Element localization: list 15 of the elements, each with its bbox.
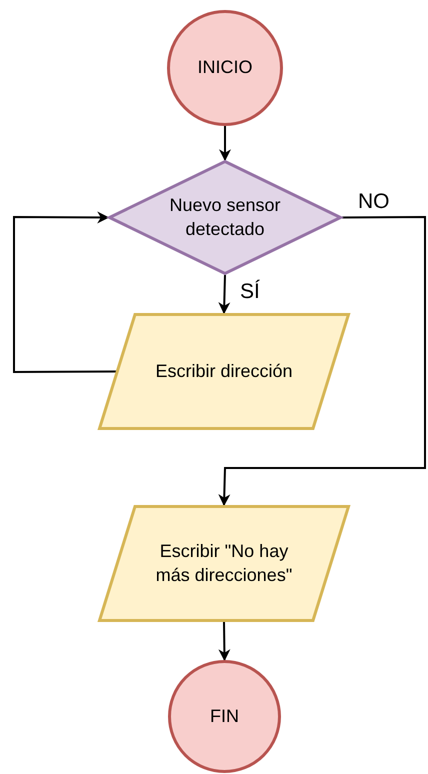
io-parallelogram [98,313,350,430]
arrow [219,126,231,162]
arrow [13,211,116,373]
io-parallelogram [98,505,350,622]
node-label: Escribir dirección [155,360,293,383]
node-label: Escribir "No hay más direcciones" [154,540,294,586]
arrow [218,216,426,506]
terminal-circle [167,10,283,126]
arrow [218,274,230,314]
arrow [218,622,230,662]
decision-diamond [108,160,342,275]
node-label: INICIO [197,56,252,80]
node-label: Nuevo sensor detectado [168,194,282,240]
terminal-circle [168,660,281,773]
node-label: FIN [210,704,239,728]
